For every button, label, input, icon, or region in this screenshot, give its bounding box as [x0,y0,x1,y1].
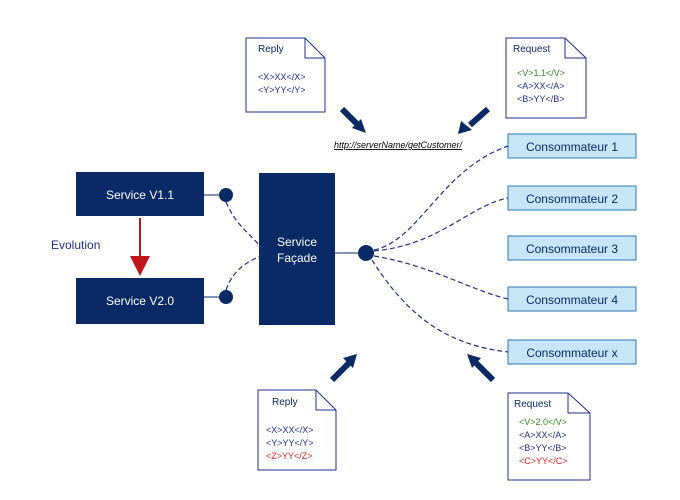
consumer-x-label: Consommateur x [526,346,617,360]
request-bottom-title: Request [514,399,551,410]
consumer-1[interactable]: Consommateur 1 [507,133,637,159]
request-top-line-2: <A>XX</A> [517,81,565,91]
request-top-line-3: <B>YY</B> [517,94,565,104]
consumer-2-label: Consommateur 2 [526,192,618,206]
consumer-x[interactable]: Consommateur x [507,339,637,365]
request-top-title: Request [513,44,550,55]
link-v1-facade [225,201,263,249]
request-doc-top: Request <V>1.1</V> <A>XX</A> <B>YY</B> [505,37,587,119]
reply-bottom-line-1: <X>XX</X> [266,425,314,435]
service-v2-box[interactable]: Service V2.0 [76,278,204,324]
evolution-label: Evolution [51,238,100,252]
service-url[interactable]: http://serverName/getCustomer/ [334,140,464,150]
service-v2-port [219,290,233,304]
request-bottom-line-2: <A>XX</A> [519,430,567,440]
consumer-4-label: Consommateur 4 [526,293,618,307]
service-facade-box[interactable]: Service Façade [259,173,335,325]
reply-doc-bottom: Reply <X>XX</X> <Y>YY</Y> <Z>YY</Z> [257,389,337,471]
request-doc-bottom: Request <V>2.0</V> <A>XX</A> <B>YY</B> <… [507,392,591,481]
facade-label-line-2: Façade [277,251,317,265]
consumer-3[interactable]: Consommateur 3 [507,235,637,261]
arrow-reply-bottom [329,354,357,383]
facade-label-line-1: Service [277,235,317,249]
reply-top-line-2: <Y>YY</Y> [258,85,306,95]
request-top-line-1: <V>1.1</V> [517,68,565,78]
service-v1-box[interactable]: Service V1.1 [76,172,204,216]
service-v2-label: Service V2.0 [106,294,174,308]
consumer-1-label: Consommateur 1 [526,140,618,154]
reply-top-title: Reply [258,44,284,55]
consumer-4[interactable]: Consommateur 4 [507,286,637,312]
arrow-reply-top [339,106,366,133]
arrow-request-top [458,106,490,134]
reply-bottom-line-3: <Z>YY</Z> [266,451,313,461]
consumer-2[interactable]: Consommateur 2 [507,185,637,211]
link-consumer-x [371,259,509,353]
request-bottom-line-1: <V>2.0</V> [519,417,567,427]
service-v1-label: Service V1.1 [106,188,174,202]
reply-bottom-line-2: <Y>YY</Y> [266,438,314,448]
request-bottom-line-4: <C>YY</C> [519,456,568,466]
link-consumer-2 [373,197,509,252]
reply-top-line-1: <X>XX</X> [258,72,306,82]
link-consumer-1 [373,145,509,251]
link-consumer-4 [373,255,509,300]
facade-port [358,245,374,261]
request-bottom-line-3: <B>YY</B> [519,443,567,453]
consumer-3-label: Consommateur 3 [526,242,618,256]
reply-bottom-title: Reply [272,397,298,408]
link-v2-facade [225,254,263,291]
arrow-request-bottom [467,354,496,383]
reply-doc-top: Reply <X>XX</X> <Y>YY</Y> [245,37,326,113]
service-v1-port [219,188,233,202]
